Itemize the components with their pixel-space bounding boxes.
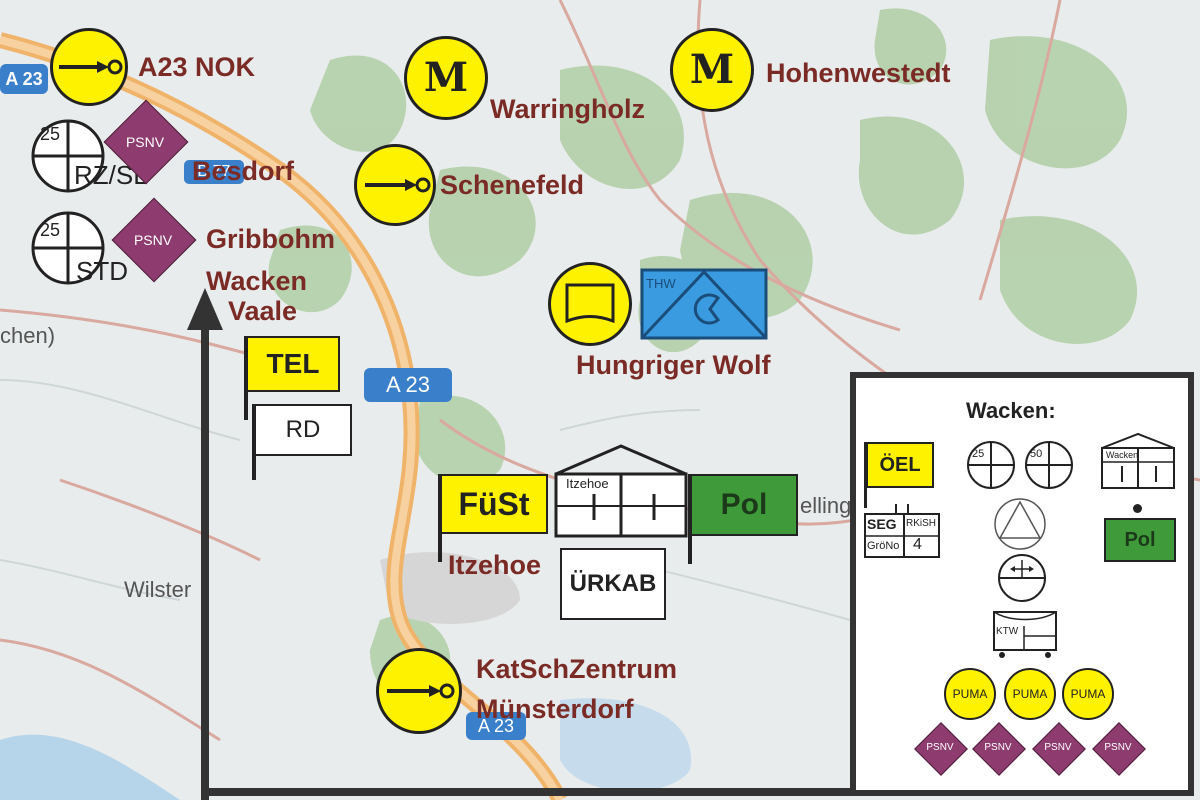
legend-title: Wacken:	[966, 398, 1056, 423]
itzehoe-small-label: Itzehoe	[566, 476, 609, 491]
m-label: M	[689, 46, 735, 93]
place-label-muensterdorf: Münsterdorf	[476, 694, 634, 724]
place-label-besdorf: Besdorf	[192, 156, 295, 186]
place-label-hungriger-wolf: Hungriger Wolf	[576, 350, 771, 380]
arrow-point-symbol-schenefeld	[354, 144, 436, 226]
arrow-target-icon	[365, 177, 431, 193]
map-label-wilster: Wilster	[124, 577, 192, 602]
highway-badge-a23-bottom: A 23	[466, 712, 526, 740]
place-label-schenefeld: Schenefeld	[440, 170, 585, 200]
legend-psnv-label-3: PSNV	[1044, 742, 1072, 753]
legend-seg-count: 4	[913, 536, 922, 553]
legend-ktw-label: KTW	[996, 626, 1019, 637]
command-building-itzehoe	[554, 444, 688, 538]
legend-wacken-building	[1101, 432, 1175, 489]
uerkab-box: ÜRKAB	[560, 548, 666, 620]
rd-flag-pole	[252, 404, 256, 480]
place-label-hohenwestedt: Hohenwestedt	[766, 58, 951, 88]
pol-flag-pole	[688, 474, 692, 564]
legend-triangle-circle-icon	[994, 498, 1046, 550]
arrow-target-icon	[59, 59, 123, 75]
ring-label-25: 25	[40, 124, 61, 144]
legend-puma-3: PUMA	[1062, 668, 1114, 720]
place-label-a23-nok: A23 NOK	[138, 52, 256, 82]
legend-wacken-small-label: Wacken	[1106, 450, 1139, 460]
arrow-point-symbol-a23-nok	[50, 28, 128, 106]
legend-rkish-label: RKiSH	[906, 518, 937, 529]
legend-psnv-label-1: PSNV	[926, 742, 954, 753]
legend-puma-1: PUMA	[944, 668, 996, 720]
fust-flag: FüSt	[440, 474, 548, 534]
ring-label-25-std: 25	[40, 220, 61, 240]
tel-flag-pole	[244, 336, 248, 420]
highway-badge-a23-top: A 23	[0, 64, 48, 94]
psnv-label-besdorf: PSNV	[125, 134, 165, 150]
legend-double-arrow-circle-icon	[998, 554, 1046, 602]
pol-flag: Pol	[690, 474, 798, 536]
m-symbol-warringholz: M	[404, 36, 488, 120]
highway-badge-a23-mid: A 23	[364, 368, 452, 402]
place-label-vaale: Vaale	[228, 296, 298, 326]
legend-oel-pole	[864, 442, 867, 508]
rd-flag: RD	[254, 404, 352, 456]
map-label-chen: chen)	[0, 323, 56, 348]
highway-badge-b77: B 77	[184, 160, 244, 184]
camp-icon	[565, 283, 615, 324]
m-symbol-hohenwestedt: M	[670, 28, 754, 112]
place-label-katschzentrum: KatSchZentrum	[476, 654, 678, 684]
legend-seg-box	[864, 504, 940, 558]
legend-seg-label: SEG	[867, 516, 897, 532]
legend-puma-label: PUMA	[952, 687, 988, 701]
map-label-elling: elling	[800, 493, 852, 518]
legend-puma-label: PUMA	[1012, 687, 1048, 701]
place-label-gribbohm: Gribbohm	[206, 224, 335, 254]
legend-ring-25	[967, 441, 1015, 489]
place-label-itzehoe: Itzehoe	[448, 550, 542, 580]
std-label: STD	[76, 256, 128, 286]
legend-ring-50	[1025, 441, 1073, 489]
legend-puma-2: PUMA	[1004, 668, 1056, 720]
legend-oel-flag: ÖEL	[866, 442, 934, 488]
arrow-target-icon	[387, 683, 455, 699]
ring-symbol-std	[31, 211, 105, 285]
legend-psnv-label-4: PSNV	[1104, 742, 1132, 753]
tel-flag: TEL	[246, 336, 340, 392]
legend-groeno-label: GröNo	[867, 540, 900, 552]
legend-ktw-vehicle	[993, 611, 1057, 658]
legend-psnv-label-2: PSNV	[984, 742, 1012, 753]
m-label: M	[423, 54, 469, 101]
legend-pol-dot	[1133, 504, 1142, 513]
legend-ring-25-label: 25	[972, 448, 985, 460]
legend-pol-flag: Pol	[1104, 518, 1176, 562]
camp-symbol-hungriger-wolf	[548, 262, 632, 346]
legend-ring-50-label: 50	[1030, 448, 1043, 460]
ring-symbol-rz-sl	[31, 119, 105, 193]
arrow-point-symbol-katsch	[376, 648, 462, 734]
thw-symbol	[640, 268, 768, 340]
fust-flag-pole	[438, 474, 442, 562]
place-label-wacken: Wacken	[206, 266, 308, 296]
thw-label: THW	[646, 276, 676, 291]
place-label-warringholz: Warringholz	[490, 94, 645, 124]
psnv-label-gribbohm: PSNV	[133, 232, 173, 248]
legend-puma-label: PUMA	[1070, 687, 1106, 701]
